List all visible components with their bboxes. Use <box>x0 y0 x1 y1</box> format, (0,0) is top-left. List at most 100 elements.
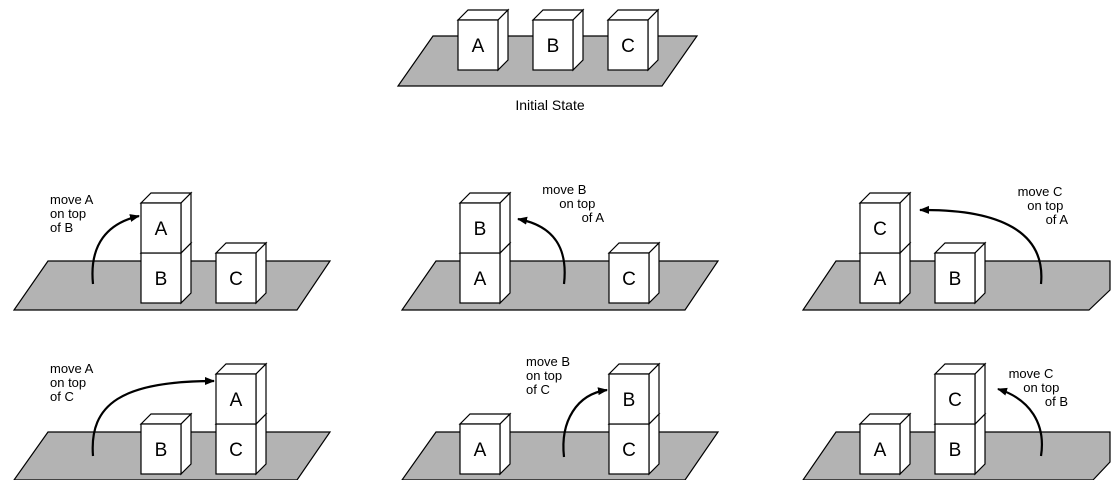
move-panel-6: A B C move C on top of B <box>802 362 1111 480</box>
note-line-1: move C <box>1009 366 1054 381</box>
block-top: C <box>858 191 912 255</box>
block-lower-right: C <box>607 241 661 305</box>
note-line-1: move A <box>50 361 94 376</box>
cube-front-face <box>934 252 976 304</box>
block-letter: C <box>622 440 636 461</box>
cube-front-face <box>607 19 649 71</box>
cube-side-face <box>255 362 267 426</box>
block-lower-right: C <box>607 412 661 476</box>
cube-front-face <box>934 423 976 475</box>
cube-side-face <box>499 191 511 255</box>
move-arrow <box>91 377 215 457</box>
cube-front-face <box>457 19 499 71</box>
block-lower-right: C <box>214 241 268 305</box>
move-note: move A on top of B <box>50 192 96 235</box>
block-letter: A <box>230 390 243 411</box>
block-lower-left: B <box>139 412 193 476</box>
move-arrow <box>919 205 1043 285</box>
move-panel-3: A B C move C on top of A <box>801 184 1111 311</box>
note-line-1: move B <box>542 182 586 197</box>
move-note: move C on top of B <box>1009 366 1068 409</box>
cube-side-face <box>180 412 192 476</box>
note-line-1: move C <box>1018 184 1063 199</box>
move-note: move A on top of C <box>50 361 96 404</box>
block-lower-left: A <box>458 412 512 476</box>
move-arrow <box>91 214 140 285</box>
block-letter: A <box>874 440 887 461</box>
note-line-3: of A <box>1046 212 1069 227</box>
block-letter: A <box>472 36 485 57</box>
block-letter: C <box>621 36 635 57</box>
cube-side-face <box>648 241 660 305</box>
block-letter: A <box>474 269 487 290</box>
cube-front-face <box>215 423 257 475</box>
cube-front-face <box>608 373 650 425</box>
cube-front-face <box>215 373 257 425</box>
cube-front-face <box>215 252 257 304</box>
block-letter: A <box>474 440 487 461</box>
cube-side-face <box>255 241 267 305</box>
block-top: A <box>139 191 193 255</box>
block-letter: C <box>948 390 962 411</box>
block-letter: B <box>474 219 487 240</box>
move-panel-1: B C A move A on top of B <box>12 191 332 311</box>
note-line-3: of C <box>50 389 74 404</box>
initial-state-panel: A B C Initial State <box>396 8 699 113</box>
move-arrow <box>562 387 608 458</box>
note-line-1: move B <box>526 354 570 369</box>
block-initial-1: A <box>456 8 510 72</box>
cube-front-face <box>140 202 182 254</box>
cube-front-face <box>859 423 901 475</box>
note-line-3: of A <box>582 210 605 225</box>
block-letter: A <box>874 269 887 290</box>
table <box>400 260 720 311</box>
cube-side-face <box>648 362 660 426</box>
block-top: C <box>933 362 987 426</box>
block-top: A <box>214 362 268 426</box>
note-line-3: of C <box>526 382 550 397</box>
block-letter: B <box>155 269 168 290</box>
cube-side-face <box>497 8 509 72</box>
note-line-2: on top <box>50 375 86 390</box>
note-line-2: on top <box>50 206 86 221</box>
block-letter: B <box>547 36 560 57</box>
move-panel-4: B C A move A on top of C <box>13 361 332 480</box>
cube-side-face <box>180 191 192 255</box>
cube-side-face <box>974 362 986 426</box>
cube-side-face <box>499 412 511 476</box>
block-top: B <box>607 362 661 426</box>
move-panel-2: A C B move B on top of A <box>400 182 720 311</box>
cube-front-face <box>608 423 650 475</box>
cube-front-face <box>859 252 901 304</box>
move-note: move B on top of C <box>526 354 574 397</box>
block-lower-right: B <box>933 241 987 305</box>
cube-front-face <box>459 252 501 304</box>
note-line-2: on top <box>1023 380 1059 395</box>
cube-side-face <box>647 8 659 72</box>
block-initial-2: B <box>531 8 585 72</box>
block-letter: B <box>155 440 168 461</box>
note-line-2: on top <box>526 368 562 383</box>
initial-state-caption: Initial State <box>515 97 584 113</box>
block-letter: C <box>873 219 887 240</box>
move-note: move B on top of A <box>542 182 604 225</box>
block-lower-left: A <box>858 412 912 476</box>
note-line-2: on top <box>559 196 595 211</box>
table <box>401 431 720 480</box>
block-letter: C <box>229 440 243 461</box>
cube-side-face <box>974 241 986 305</box>
note-line-1: move A <box>50 192 94 207</box>
move-arrow <box>997 387 1043 457</box>
cube-front-face <box>140 423 182 475</box>
note-line-3: of B <box>50 220 73 235</box>
note-line-2: on top <box>1027 198 1063 213</box>
move-note: move C on top of A <box>1018 184 1069 227</box>
cube-side-face <box>899 412 911 476</box>
move-panel-5: A C B move B on top of C <box>401 354 720 480</box>
cube-front-face <box>459 423 501 475</box>
cube-front-face <box>140 252 182 304</box>
cube-side-face <box>572 8 584 72</box>
block-letter: C <box>622 269 636 290</box>
cube-front-face <box>532 19 574 71</box>
